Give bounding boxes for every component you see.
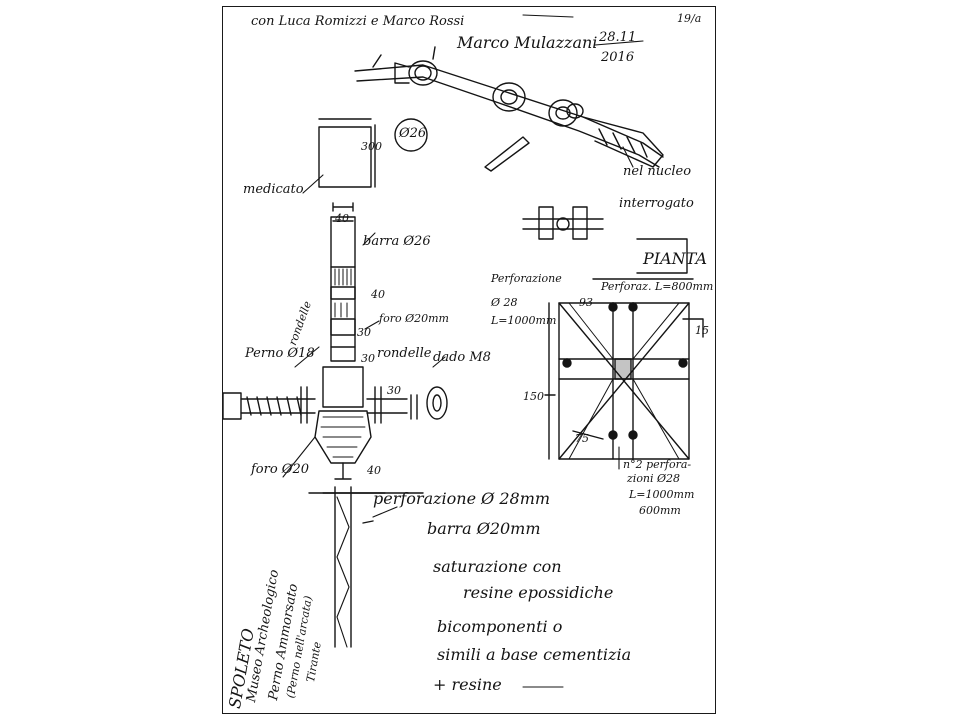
label-perforazione-left-2: Ø 28 xyxy=(491,296,518,309)
label-foro-20: foro Ø20mm xyxy=(379,312,449,325)
label-dado: dado M8 xyxy=(433,350,491,365)
top-rod-detail xyxy=(354,46,664,172)
note-line-1: saturazione con xyxy=(433,557,562,576)
label-dim-30-a: 30 xyxy=(357,326,371,339)
label-rondelle-right: rondelle xyxy=(377,346,432,361)
label-n-perf-2: zioni Ø28 xyxy=(627,472,681,485)
label-medicante: medicato xyxy=(243,182,304,197)
label-foro-bottom: foro Ø20 xyxy=(251,462,310,477)
date-day: 28.11 xyxy=(599,30,637,45)
note-line-2: resine epossidiche xyxy=(463,583,614,602)
label-perforazione-left-1: Perforazione xyxy=(491,272,562,285)
label-dim-93: 93 xyxy=(579,296,593,309)
label-barra-20: barra Ø20mm xyxy=(427,519,541,538)
label-perforazione-main: perforazione Ø 28mm xyxy=(373,489,551,508)
label-dim-30-b: 30 xyxy=(361,352,375,365)
label-n-perf-1: n°2 perfora- xyxy=(623,458,692,471)
label-pianta: PIANTA xyxy=(643,249,707,268)
label-perforazione-left-3: L=1000mm xyxy=(491,314,557,327)
sketch-page: con Luca Romizzi e Marco Rossi 19/a Marc… xyxy=(222,6,716,714)
label-n-perf-3: L=1000mm xyxy=(629,488,695,501)
note-line-5: + resine xyxy=(433,675,502,694)
page-number: 19/a xyxy=(677,12,702,25)
note-line-3: bicomponenti o xyxy=(437,617,563,636)
label-dim-40-bottom: 40 xyxy=(367,464,381,477)
label-nel-nucleo: nel nucleo xyxy=(623,164,692,179)
date-year: 2016 xyxy=(601,50,635,65)
label-dim-75: 75 xyxy=(575,432,589,445)
label-diameter-26: Ø26 xyxy=(399,126,427,141)
leader-lines xyxy=(282,146,634,518)
label-dim-150: 150 xyxy=(523,390,544,403)
pin-detail xyxy=(223,386,448,424)
label-n-perf-4: 600mm xyxy=(639,504,681,517)
signature: Marco Mulazzani xyxy=(457,33,598,52)
label-dim-15: 15 xyxy=(695,324,709,337)
underlines xyxy=(522,14,644,688)
column-assembly xyxy=(308,118,424,648)
label-dim-300: 300 xyxy=(361,140,382,153)
label-nucleo-2: interrogato xyxy=(619,196,694,211)
label-dim-40-top: 40 xyxy=(335,212,349,225)
label-barra-26: barra Ø26 xyxy=(363,234,431,249)
clamp-detail xyxy=(522,206,604,240)
note-line-4: simili a base cementizia xyxy=(437,645,632,664)
plan-view xyxy=(544,238,704,460)
technical-sketch-drawing xyxy=(223,14,704,688)
label-dim-40-mid: 40 xyxy=(371,288,385,301)
label-dim-30-c: 30 xyxy=(387,384,401,397)
label-perno: Perno Ø18 xyxy=(245,346,315,361)
label-perforazione-top: Perforaz. L=800mm xyxy=(601,280,714,293)
header-note: con Luca Romizzi e Marco Rossi xyxy=(251,14,465,29)
